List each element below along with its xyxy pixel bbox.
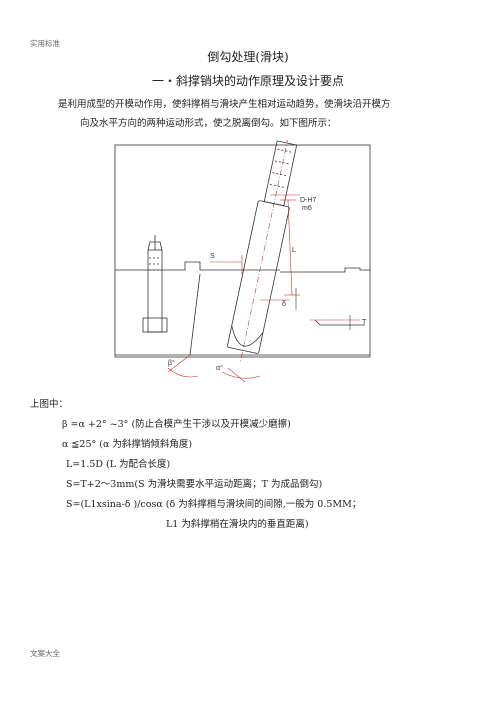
formula-beta: β =α +2° ~3° (防止合模产生干涉以及开模减少磨擦) <box>62 419 291 430</box>
formula-l1-note: L1 为斜撑梢在滑块内的垂直距离) <box>166 519 309 530</box>
page-header: 实用标准 <box>30 39 60 48</box>
intro-paragraph: 是利用成型的开模动作用，使斜撑梢与滑块产生相对运动趋势，使滑块沿开模方 向及水平… <box>58 95 458 133</box>
formula-alpha: α ≦25° (α 为斜撑销倾斜角度) <box>62 439 193 450</box>
slider-top-line <box>280 267 370 273</box>
fit-top-label: D-H7 <box>300 197 316 204</box>
undercut-label: T <box>362 319 367 326</box>
length-label: L <box>292 247 296 254</box>
paragraph-line-1: 是利用成型的开模动作用，使斜撑梢与滑块产生相对运动趋势，使滑块沿开模方 <box>58 99 391 110</box>
page-footer: 文案大全 <box>30 649 60 658</box>
alpha-label: α° <box>216 364 223 372</box>
ejector-pin <box>147 249 163 333</box>
length-dimension <box>287 199 293 296</box>
slider-outline <box>189 273 201 356</box>
formula-length: L=1.5D (L 为配合长度) <box>66 459 171 470</box>
mold-frame <box>114 144 371 358</box>
paragraph-line-2: 向及水平方向的两种运动形式，使之脱离倒勾。如下图所示： <box>80 118 337 129</box>
beta-label: β° <box>168 359 175 367</box>
fit-bottom-label: m6 <box>302 205 312 212</box>
slider-right-edge <box>314 319 365 326</box>
gap-label: δ <box>282 301 286 308</box>
parting-line <box>115 261 280 271</box>
formula-stroke-calc: S=(L1xsina-δ )/cosα (δ 为斜撑梢与滑块间的间隙,一般为 0… <box>66 499 362 510</box>
diagram-caption: 上图中： <box>30 399 69 410</box>
formula-stroke: S=T+2～3mm(S 为滑块需要水平运动距离；T 为成品倒勾) <box>66 479 323 490</box>
angled-lifter-pin <box>227 140 298 364</box>
document-title: 倒勾处理(滑块) <box>207 50 289 64</box>
section-heading: 一・斜撑销块的动作原理及设计要点 <box>151 74 344 88</box>
lifter-mechanism-diagram: D-H7 m6 L S δ T β° α° <box>114 140 371 383</box>
stroke-label: S <box>210 253 215 260</box>
